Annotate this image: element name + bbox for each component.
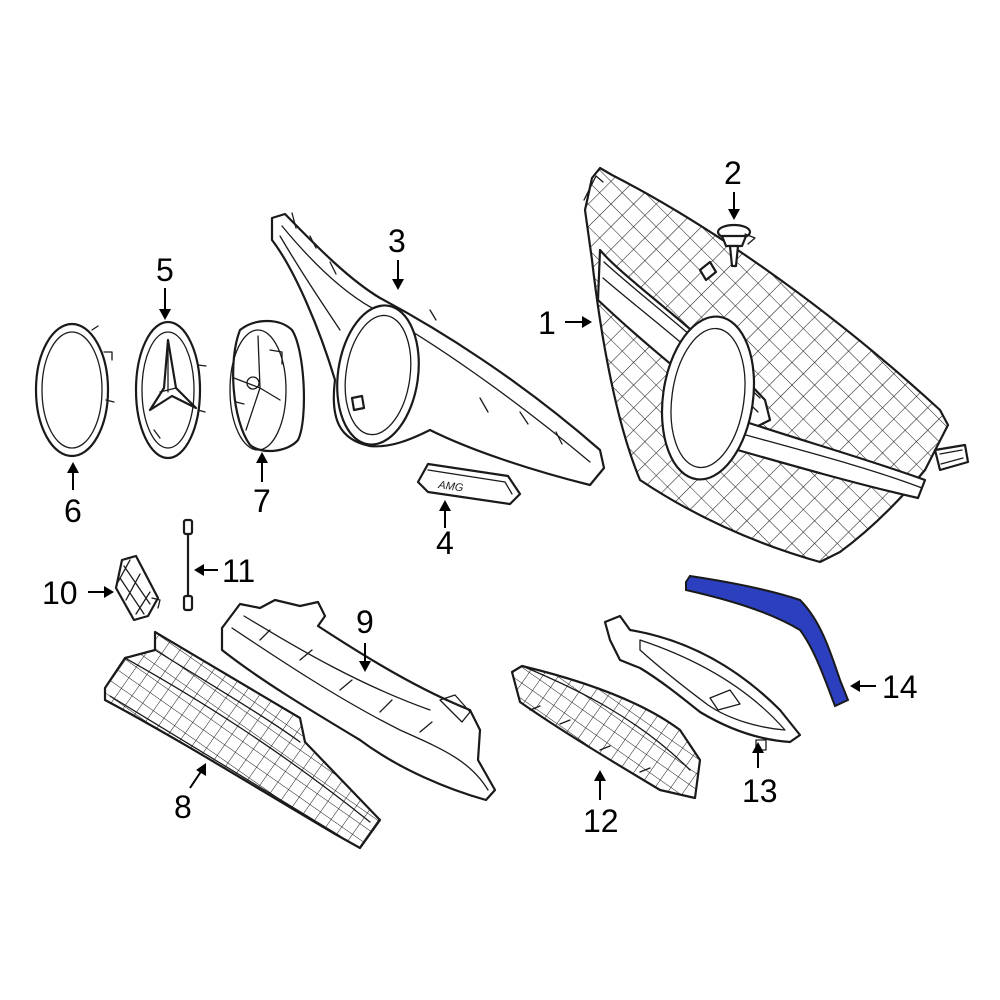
callout-10: 10 [42,575,78,611]
leaders [67,192,876,800]
callout-2: 2 [724,155,742,191]
part-4-emblem: AMG [416,462,522,506]
callout-13: 13 [742,773,778,809]
callout-11: 11 [222,553,255,589]
part-11-rod [182,518,194,612]
part-13-side-bracket [603,614,802,751]
callout-labels: 1 2 3 4 5 6 7 8 9 10 11 12 13 14 [42,155,918,839]
callout-7: 7 [253,483,271,519]
callout-14: 14 [882,669,918,705]
part-7-housing [229,319,305,453]
part-5-star-emblem [134,320,207,460]
callout-6: 6 [64,493,82,529]
emblem-text: AMG [437,479,465,495]
callout-9: 9 [356,604,374,640]
part-1-grille [583,166,970,564]
callout-12: 12 [583,803,619,839]
callout-3: 3 [388,223,406,259]
part-10-cover [114,554,161,622]
part-9-bracket [220,598,497,802]
part-2-clip [716,223,756,268]
callout-4: 4 [436,525,454,561]
part-14-trim [685,574,850,708]
part-12-side-grille [510,664,702,800]
part-6-ring [34,322,115,458]
part-3-frame [270,212,606,487]
callout-1: 1 [538,305,556,341]
callout-8: 8 [174,789,192,825]
part-8-lower-grille [103,630,382,850]
callout-5: 5 [156,252,174,288]
